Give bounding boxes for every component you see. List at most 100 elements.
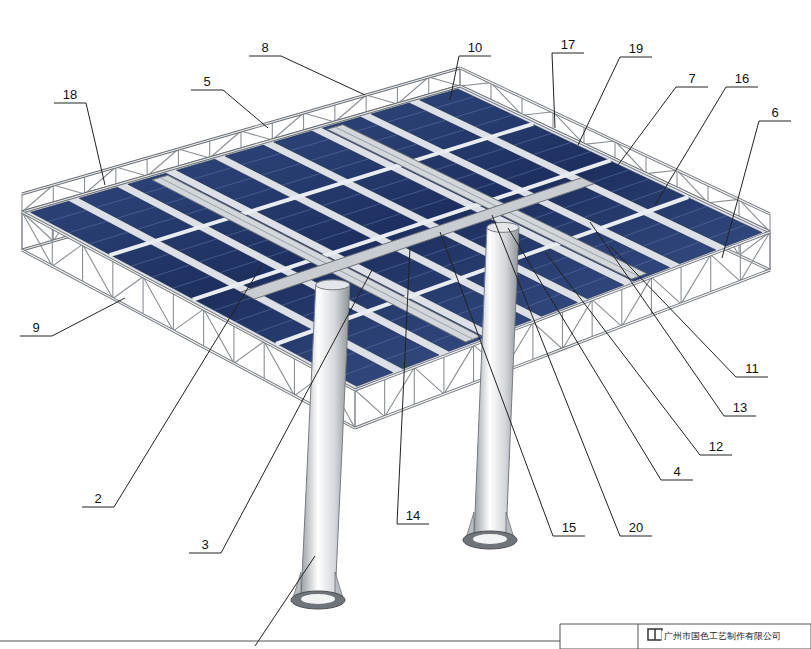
solar-roof: [22, 86, 770, 390]
truss-diagonal: [53, 185, 84, 194]
truss-post: [769, 232, 770, 270]
base-plate: [463, 531, 517, 549]
callout-number: 10: [466, 40, 484, 55]
company-logo: [648, 629, 662, 640]
panel-joint: [427, 130, 465, 141]
truss-chord-highlight: [460, 68, 770, 214]
truss-diagonal: [116, 167, 147, 176]
panel-joint: [466, 148, 504, 160]
truss-post: [710, 255, 711, 293]
panel-joint: [534, 142, 571, 154]
leader-line: [189, 270, 372, 553]
truss-post: [707, 185, 708, 203]
truss-post: [473, 345, 474, 383]
base-plate-hole: [301, 594, 335, 604]
truss-diagonal: [444, 345, 474, 394]
panel-joint: [670, 206, 707, 219]
truss-post: [143, 277, 144, 315]
truss-diagonal: [173, 309, 203, 331]
callout-number: 15: [560, 520, 578, 535]
panel-joint: [214, 178, 252, 189]
panel-joint: [436, 97, 474, 108]
truss-diagonal: [533, 322, 563, 349]
truss-diagonal: [234, 341, 264, 363]
panel-joint: [152, 265, 189, 277]
truss-post: [645, 156, 646, 174]
truss-chord-highlight: [355, 232, 770, 390]
leader-line: [552, 53, 584, 128]
leader-line: [655, 87, 758, 205]
leader-line: [508, 228, 693, 480]
truss-diagonal: [646, 170, 677, 173]
truss-diagonal: [681, 255, 711, 304]
base-plate: [291, 591, 345, 609]
truss-post: [443, 356, 444, 394]
panel-joint: [214, 298, 251, 311]
truss-post: [21, 212, 22, 250]
steel-beams: [152, 125, 647, 342]
truss-diagonal: [429, 77, 460, 86]
panel-joint: [234, 188, 272, 199]
leader-line: [618, 87, 708, 165]
truss-post: [428, 77, 429, 95]
front-truss: [355, 232, 770, 428]
panel-joint: [315, 229, 352, 241]
truss-diagonal: [522, 112, 553, 115]
panel-joint: [256, 320, 293, 333]
panel-joint: [397, 270, 434, 283]
leader-line: [191, 90, 268, 128]
panel-joint: [282, 174, 320, 185]
truss-post: [173, 293, 174, 331]
panel-joint: [376, 260, 413, 273]
panel-joint: [584, 205, 621, 218]
truss-diagonal: [677, 170, 708, 203]
truss-diagonal: [708, 199, 739, 202]
leader-line: [255, 556, 315, 646]
truss-diagonal: [355, 390, 385, 417]
company-logo: [654, 629, 656, 640]
truss-chord: [460, 68, 770, 214]
truss-chord: [22, 250, 355, 428]
panel-joint: [553, 152, 590, 164]
truss-post: [21, 194, 22, 212]
truss-post: [397, 86, 398, 104]
leader-line: [249, 56, 365, 95]
truss-chord: [355, 232, 770, 390]
truss-diagonal: [584, 141, 615, 144]
leader-line: [82, 265, 262, 507]
truss-post: [459, 68, 460, 86]
truss-post: [552, 112, 553, 130]
truss-post: [82, 244, 83, 282]
callout-number: 6: [769, 105, 780, 120]
truss-diagonal: [592, 300, 622, 327]
truss-diagonal: [740, 232, 770, 281]
truss-diagonal: [711, 255, 741, 282]
panel-joint: [138, 218, 176, 229]
truss-post: [115, 167, 116, 185]
column-top: [487, 222, 519, 232]
truss-post: [21, 212, 22, 250]
roof-frame: [22, 86, 770, 390]
truss-diagonal: [366, 95, 397, 104]
truss-post: [52, 228, 53, 266]
truss-chord: [22, 86, 460, 212]
cross-beam: [241, 178, 594, 299]
panel-joint: [262, 164, 300, 175]
panel-joint: [282, 293, 319, 306]
truss-diagonal: [491, 83, 522, 116]
panel-joint: [173, 276, 210, 288]
truss-post: [681, 266, 682, 304]
sheet-border: [0, 640, 560, 642]
panel-joint: [475, 115, 513, 126]
panel-joint: [643, 233, 679, 246]
truss-chord-highlight: [22, 86, 460, 212]
truss-diagonal: [113, 277, 143, 299]
callout-number: 17: [559, 37, 577, 52]
panel-joint: [194, 168, 232, 179]
leader-line: [545, 252, 732, 455]
title-box: [560, 624, 811, 649]
leader-line: [590, 222, 756, 416]
panel-joint: [131, 254, 169, 266]
callout-number: 19: [627, 41, 645, 56]
panel-joint: [506, 167, 543, 179]
